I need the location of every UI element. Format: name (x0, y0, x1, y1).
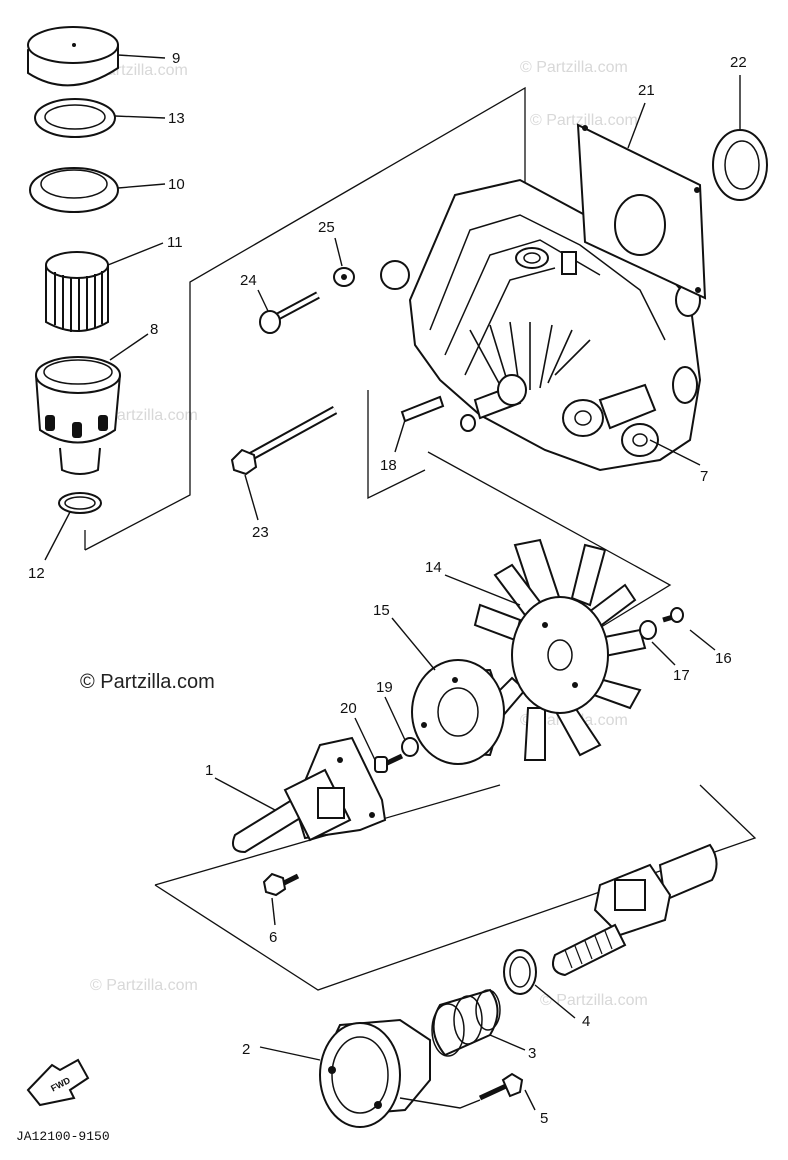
callout-5: 5 (540, 1110, 548, 1127)
callout-9: 9 (172, 50, 180, 67)
bolt-part-20 (374, 753, 404, 773)
pulley-part-15 (411, 659, 505, 765)
callout-3: 3 (528, 1045, 536, 1062)
lower-driveshaft (552, 843, 718, 977)
washer-part-25 (333, 267, 355, 287)
washer-part-19 (401, 737, 419, 757)
callout-11: 11 (167, 234, 183, 251)
callout-21: 21 (638, 82, 655, 99)
boot-part-3 (431, 988, 501, 1057)
callout-22: 22 (730, 54, 747, 71)
callouts: 9 13 10 11 8 12 21 22 25 24 23 18 7 14 1… (28, 50, 747, 1127)
watermarks: © Partzilla.com © Partzilla.com © Partzi… (80, 59, 648, 1009)
callout-7: 7 (700, 468, 708, 485)
leader-lines (44, 54, 741, 1111)
callout-17: 17 (673, 667, 690, 684)
callout-13: 13 (168, 110, 185, 127)
fan-part-14 (473, 538, 647, 761)
callout-16: 16 (715, 650, 732, 667)
callout-19: 19 (376, 679, 393, 696)
callout-20: 20 (340, 700, 357, 717)
gasket-part-21 (576, 123, 707, 300)
watermark-text-prominent: © Partzilla.com (80, 671, 215, 693)
callout-15: 15 (373, 602, 390, 619)
washer-part-17 (639, 620, 657, 640)
driveshaft-part-1 (232, 736, 387, 854)
watermark-text: © Partzilla.com (520, 59, 628, 76)
callout-24: 24 (240, 272, 257, 289)
seal-part-10 (29, 167, 119, 213)
key-part-18 (400, 395, 445, 423)
callout-23: 23 (252, 524, 269, 541)
gasket-part-13 (34, 98, 116, 138)
bolt-part-16 (662, 607, 684, 623)
callout-18: 18 (380, 457, 397, 474)
callout-4: 4 (582, 1013, 590, 1030)
oring-part-12 (58, 492, 102, 514)
callout-2: 2 (242, 1041, 250, 1058)
housing-part-2 (319, 1018, 431, 1128)
callout-1: 1 (205, 762, 213, 779)
watermark-text: © Partzilla.com (90, 977, 198, 994)
bolt-part-24 (259, 291, 320, 334)
cap-part-9 (27, 26, 119, 87)
callout-6: 6 (269, 929, 277, 946)
bolt-part-5 (478, 1072, 524, 1101)
filter-part-11 (45, 251, 109, 332)
callout-25: 25 (318, 219, 335, 236)
housing-part-8 (35, 356, 121, 475)
fwd-arrow-icon: FWD (26, 1058, 90, 1107)
callout-14: 14 (425, 559, 442, 576)
drawing-code: JA12100-9150 (16, 1129, 110, 1144)
watermark-text: © Partzilla.com (540, 992, 648, 1009)
watermark-text: © Partzilla.com (530, 112, 638, 129)
callout-12: 12 (28, 565, 45, 582)
bolt-part-6 (262, 872, 300, 897)
callout-10: 10 (168, 176, 185, 193)
bolt-part-23 (230, 406, 338, 476)
callout-8: 8 (150, 321, 158, 338)
upper-frame (84, 86, 672, 633)
clip-part-4 (503, 949, 537, 995)
oil-seal-part-22 (712, 129, 768, 201)
